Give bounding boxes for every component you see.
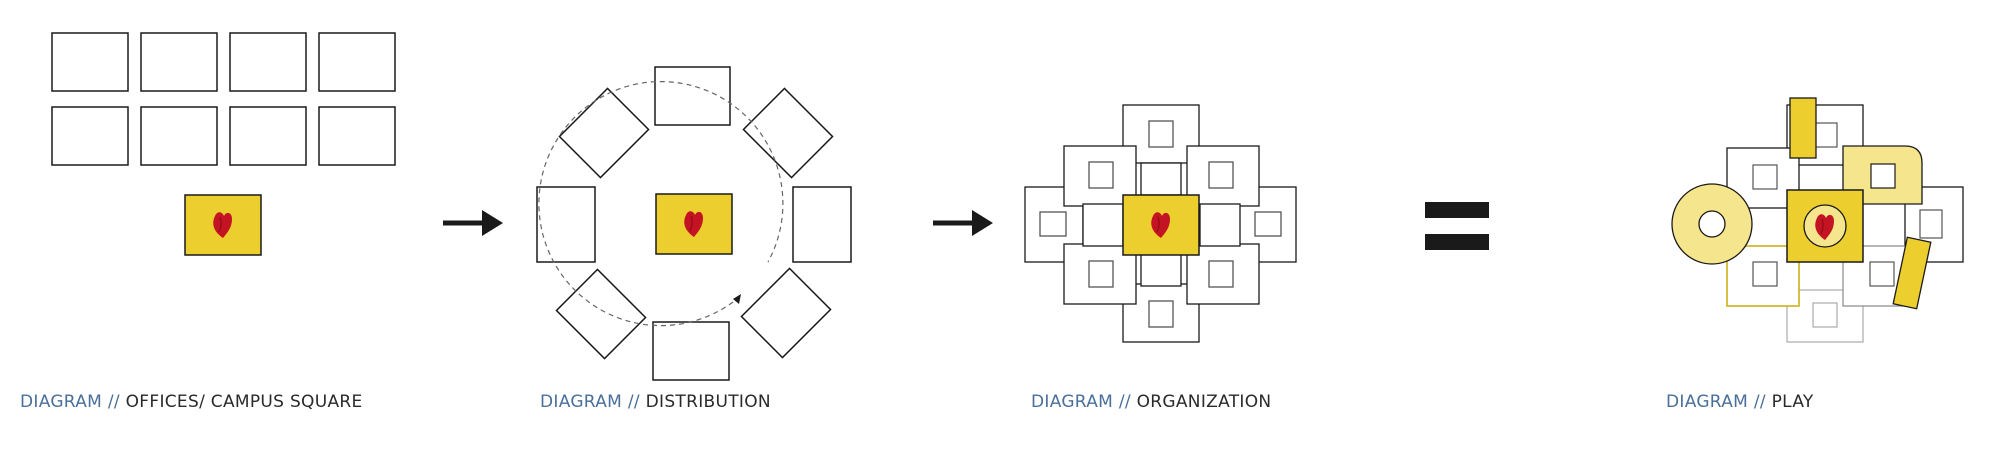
inner-square xyxy=(1148,120,1174,148)
office-box xyxy=(140,106,218,166)
office-box xyxy=(740,267,832,359)
panel-organization xyxy=(1024,104,1297,343)
inner-square xyxy=(1870,163,1896,189)
play-ring-hole xyxy=(1698,210,1726,238)
caption-lead: DIAGRAM // xyxy=(1031,392,1131,412)
connector-box xyxy=(1140,162,1182,196)
caption-offices: DIAGRAM // OFFICES/ CAMPUS SQUARE xyxy=(20,392,363,412)
panel-offices xyxy=(51,32,396,256)
equals-icon xyxy=(1425,202,1489,250)
circulation-path xyxy=(538,81,784,327)
caption-title: PLAY xyxy=(1771,392,1814,412)
caption-lead: DIAGRAM // xyxy=(1666,392,1766,412)
connector-box xyxy=(1199,203,1241,247)
panel-distribution xyxy=(536,66,852,381)
arrow-right-icon xyxy=(933,210,993,236)
inner-square xyxy=(1148,300,1174,328)
inner-square xyxy=(1812,302,1838,328)
caption-lead: DIAGRAM // xyxy=(20,392,120,412)
inner-square xyxy=(1919,209,1943,239)
office-box xyxy=(652,321,730,381)
connector-box xyxy=(1140,253,1182,287)
caption-title: ORGANIZATION xyxy=(1136,392,1272,412)
connector-box xyxy=(1082,203,1124,247)
inner-square xyxy=(1752,261,1778,287)
inner-square xyxy=(1208,260,1234,288)
office-box xyxy=(792,186,852,263)
office-box xyxy=(536,186,596,263)
inner-square xyxy=(1752,164,1778,190)
office-box xyxy=(229,32,307,92)
inner-square xyxy=(1088,161,1114,189)
office-box xyxy=(654,66,731,126)
caption-lead: DIAGRAM // xyxy=(540,392,640,412)
play-bar xyxy=(1892,236,1932,310)
office-box xyxy=(742,87,834,179)
office-box xyxy=(229,106,307,166)
arrow-right-icon xyxy=(443,210,503,236)
caption-title: OFFICES/ CAMPUS SQUARE xyxy=(125,392,363,412)
office-box xyxy=(51,32,129,92)
caption-distribution: DIAGRAM // DISTRIBUTION xyxy=(540,392,771,412)
inner-square xyxy=(1088,260,1114,288)
office-box xyxy=(318,106,396,166)
caption-play: DIAGRAM // PLAY xyxy=(1666,392,1814,412)
office-box xyxy=(555,268,647,360)
office-box xyxy=(140,32,218,92)
office-box xyxy=(558,87,650,179)
office-box xyxy=(318,32,396,92)
play-bar xyxy=(1789,97,1817,159)
inner-square xyxy=(1039,211,1067,237)
inner-square xyxy=(1254,211,1282,237)
inner-square xyxy=(1208,161,1234,189)
caption-organization: DIAGRAM // ORGANIZATION xyxy=(1031,392,1271,412)
caption-title: DISTRIBUTION xyxy=(645,392,771,412)
office-box xyxy=(51,106,129,166)
inner-square xyxy=(1869,261,1895,287)
